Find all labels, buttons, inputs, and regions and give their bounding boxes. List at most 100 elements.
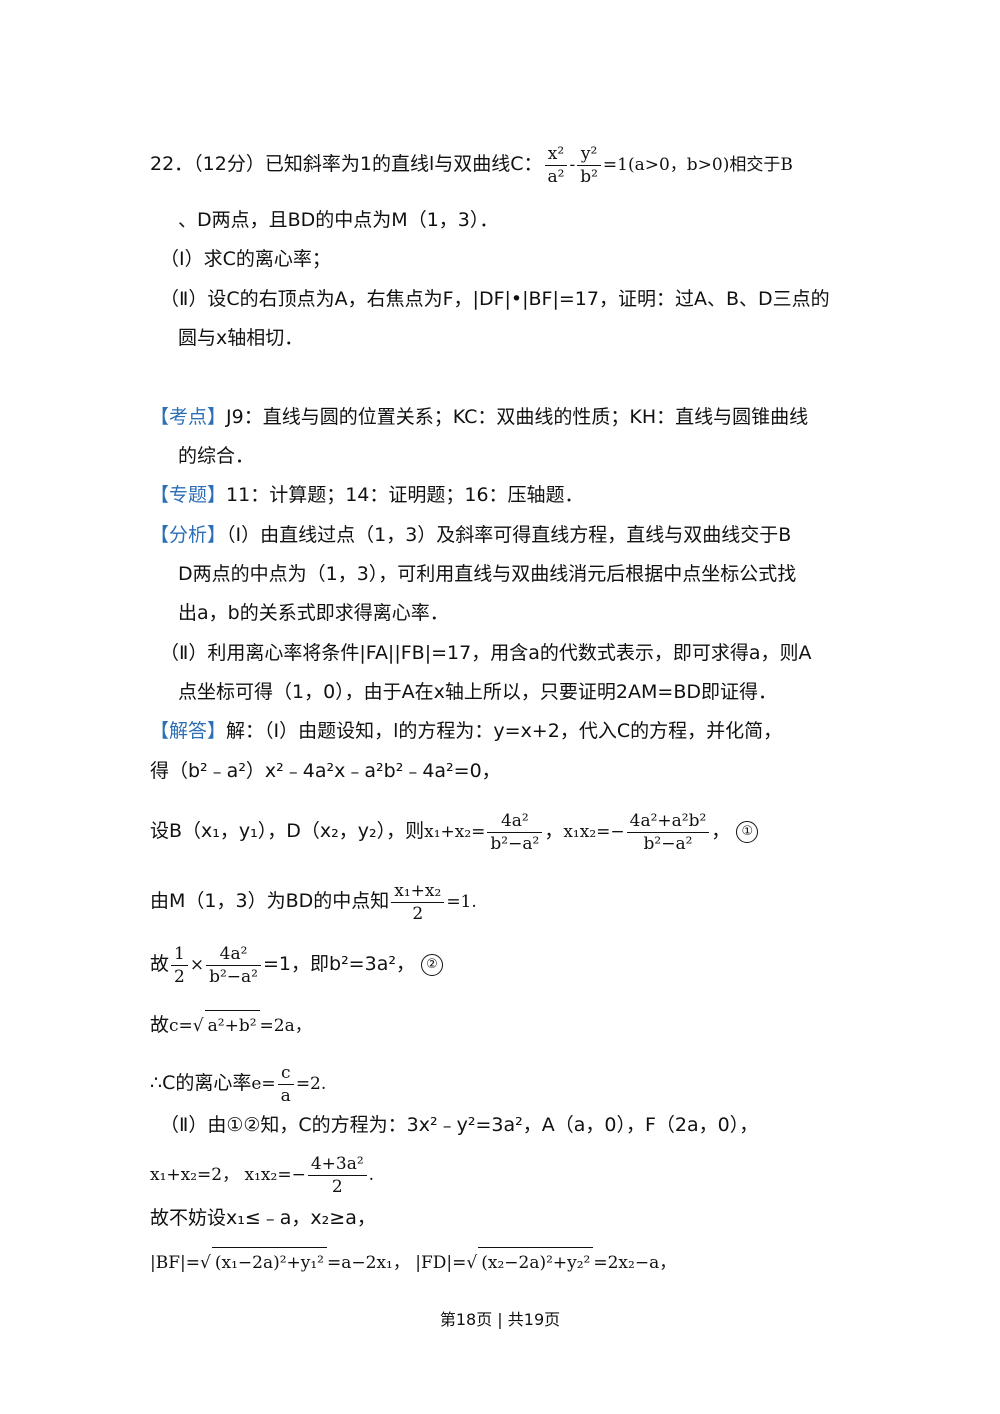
jieda-line-10: 故不妨设x₁≤﹣a，x₂≥a， [150, 1207, 376, 1229]
frac-den: a² [547, 167, 565, 187]
fd-sqrt: (x₂−2a)²+y₂² [478, 1247, 594, 1278]
fd-lhs: |FD|= [415, 1253, 467, 1273]
problem-part-1: （Ⅰ）求C的离心率； [160, 248, 331, 270]
frac-num: x₁+x₂ [391, 880, 445, 903]
frac-num: 4a² [206, 943, 261, 966]
problem-line-2: 、D两点，且BD的中点为M（1，3）． [178, 209, 499, 231]
page-footer: 第18页 | 共19页 [439, 1310, 561, 1329]
jieda-line-8: （Ⅱ）由①②知，C的方程为：3x²﹣y²=3a²，A（a，0），F（2a，0）， [160, 1114, 759, 1136]
fenxi-part-2-cont: 点坐标可得（1，0），由于A在x轴上所以，只要证明2AM=BD即证得． [178, 681, 777, 703]
problem-part-2-cont: 圆与x轴相切． [178, 327, 304, 349]
jieda-line: 【解答】解：（Ⅰ）由题设知，l的方程为：y=x+2，代入C的方程，并化简， [150, 716, 782, 746]
kaodian-text: J9：直线与圆的位置关系；KC：双曲线的性质；KH：直线与圆锥曲线 [226, 406, 809, 428]
frac-num: 4a²+a²b² [626, 810, 710, 833]
fenxi-cont-1: D两点的中点为（1，3），可利用直线与双曲线消元后根据中点坐标公式找 [178, 563, 797, 585]
zhuanti-line: 【专题】11：计算题；14：证明题；16：压轴题． [150, 480, 584, 510]
c-equation: c=√a²+b²=2a， [169, 1010, 312, 1036]
e-lhs: e= [251, 1074, 276, 1094]
equation-tail: =1(a>0，b>0)相交于B [602, 155, 793, 175]
zhuanti-tag: 【专题】 [150, 484, 227, 506]
line3-prefix: 设B（x₁，y₁），D（x₂，y₂），则 [150, 820, 425, 842]
fenxi-part-2: （Ⅱ）利用离心率将条件|FA||FB|=17，用含a的代数式表示，即可求得a，则… [160, 642, 812, 664]
circled-number-1: ① [736, 820, 759, 843]
problem-part-2: （Ⅱ）设C的右顶点为A，右焦点为F，|DF|•|BF|=17，证明：过A、B、D… [160, 288, 830, 310]
bf-sqrt: (x₁−2a)²+y₁² [211, 1247, 327, 1278]
frac-num: 1 [171, 943, 188, 966]
prod-text: x₁x₂=− [244, 1165, 306, 1185]
jieda-text: 解：（Ⅰ）由题设知，l的方程为：y=x+2，代入C的方程，并化简， [226, 720, 783, 742]
frac-den: b²−a² [643, 834, 693, 854]
sum-text: x₁+x₂=2， [150, 1165, 240, 1185]
frac-den: b² [580, 167, 598, 187]
sum-lhs: x₁+x₂= [424, 822, 486, 842]
line6-tail: =2a， [259, 1016, 312, 1036]
line4-prefix: 由M（1，3）为BD的中点知 [150, 890, 390, 912]
minus-sign: - [569, 155, 576, 175]
line4-tail: =1. [446, 892, 477, 912]
frac-den: 2 [174, 967, 185, 987]
jieda-line-2: 得（b²﹣a²）x²﹣4a²x﹣a²b²﹣4a²=0， [150, 760, 501, 782]
line5-prefix: 故 [150, 953, 170, 975]
frac-den: 2 [331, 1177, 343, 1197]
frac-den: b²−a² [490, 834, 540, 854]
fenxi-text: （Ⅰ）由直线过点（1，3）及斜率可得直线方程，直线与双曲线交于B [226, 524, 792, 546]
prod-lhs: x₁x₂=− [563, 822, 625, 842]
fenxi-line: 【分析】（Ⅰ）由直线过点（1，3）及斜率可得直线方程，直线与双曲线交于B [150, 520, 791, 550]
jieda-line-11: |BF|=√(x₁−2a)²+y₁²=a−2x₁， |FD|=√(x₂−2a)²… [150, 1247, 676, 1278]
fenxi-tag: 【分析】 [150, 524, 227, 546]
frac-den: b²−a² [209, 967, 258, 987]
times-sign: × [189, 955, 205, 975]
frac-num: y² [577, 143, 601, 166]
zhuanti-text: 11：计算题；14：证明题；16：压轴题． [226, 484, 584, 506]
jieda-tag: 【解答】 [150, 720, 227, 742]
circled-number-2: ② [420, 953, 443, 976]
line6-prefix: 故 [150, 1014, 170, 1036]
frac-num: c [277, 1062, 294, 1085]
kaodian-line: 【考点】J9：直线与圆的位置关系；KC：双曲线的性质；KH：直线与圆锥曲线 [150, 402, 808, 432]
fd-tail: =2x₂−a， [593, 1253, 677, 1273]
kaodian-cont: 的综合． [178, 445, 255, 467]
frac-den: a [280, 1086, 291, 1106]
fenxi-cont-2: 出a，b的关系式即求得离心率． [178, 602, 449, 624]
frac-den: 2 [412, 904, 424, 924]
problem-prefix: 22．（12分）已知斜率为1的直线l与双曲线C： [150, 153, 543, 175]
bf-tail: =a−2x₁， [327, 1253, 410, 1273]
kaodian-tag: 【考点】 [150, 406, 227, 428]
frac-num: 4+3a² [307, 1153, 367, 1176]
frac-num: 4a² [487, 810, 543, 833]
sqrt-content: a²+b² [204, 1010, 260, 1041]
separator: ， [544, 820, 564, 842]
c-lhs: c= [169, 1016, 193, 1036]
line3-tail: ， [711, 820, 731, 842]
line7-tail: =2. [295, 1074, 327, 1094]
line9-tail: . [368, 1165, 375, 1185]
distance-equations: |BF|=√(x₁−2a)²+y₁²=a−2x₁， |FD|=√(x₂−2a)²… [150, 1247, 677, 1273]
line5-tail: =1，即b²=3a²， [263, 953, 415, 975]
frac-num: x² [544, 143, 568, 166]
line7-prefix: ∴C的离心率 [150, 1072, 252, 1094]
bf-lhs: |BF|= [150, 1253, 200, 1273]
jieda-line-6: 故c=√a²+b²=2a， [150, 1010, 312, 1041]
